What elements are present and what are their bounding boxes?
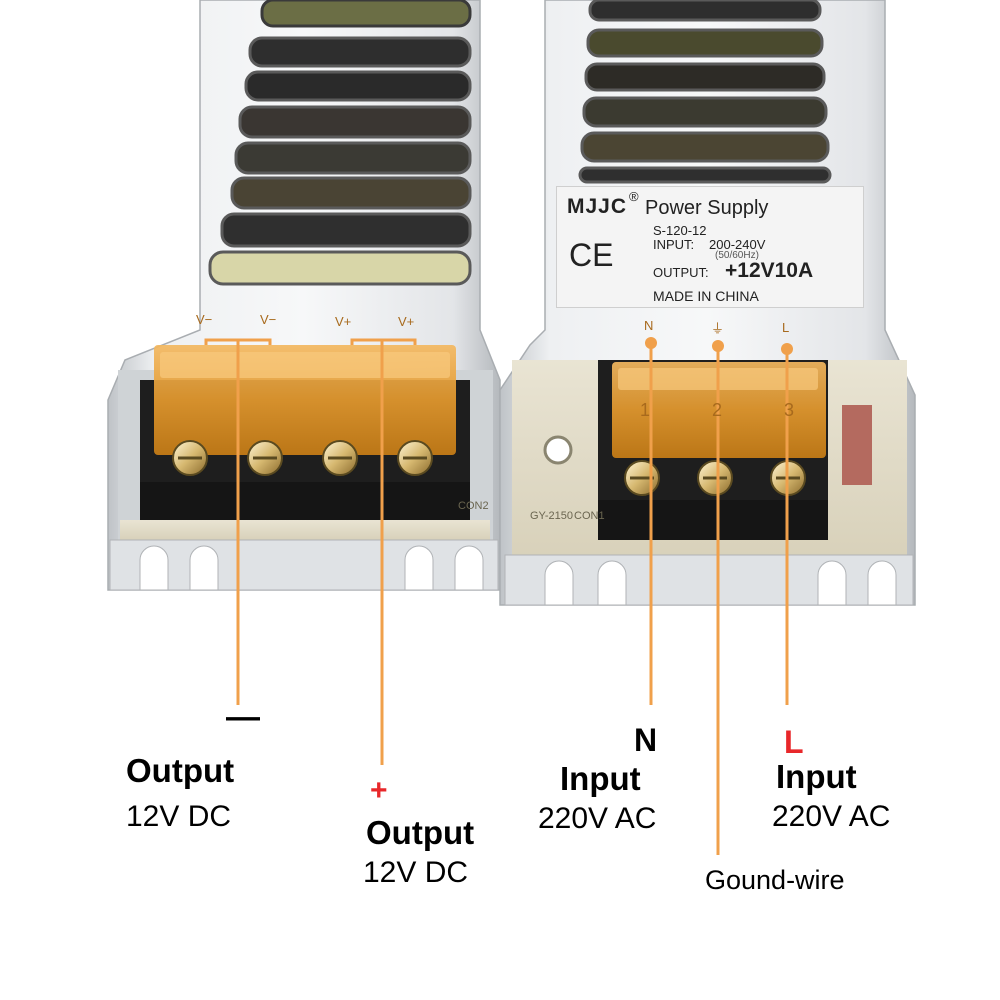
input-frequency: (50/60Hz) bbox=[715, 250, 759, 261]
leader-dot-l bbox=[781, 343, 793, 355]
terminal-mark-ground: ⏚ bbox=[711, 321, 725, 336]
input-label: INPUT: bbox=[653, 237, 695, 252]
input-n-title: Input bbox=[560, 760, 641, 797]
board-text-con1: CON1 bbox=[574, 510, 605, 522]
output-negative-title: Output bbox=[126, 752, 235, 789]
minus-sign: — bbox=[226, 698, 260, 736]
board-text-con2: CON2 bbox=[458, 500, 489, 512]
terminal-number-1: 1 bbox=[640, 400, 651, 420]
terminal-mark-3: V+ bbox=[335, 314, 352, 329]
plus-sign: + bbox=[370, 774, 388, 807]
output-label: OUTPUT: bbox=[653, 265, 709, 280]
output-positive-title: Output bbox=[366, 814, 475, 851]
terminal-mark-n: N bbox=[644, 318, 654, 333]
input-n-spec: 220V AC bbox=[538, 802, 657, 835]
right-vent-slots bbox=[578, 0, 832, 184]
terminal-number-3: 3 bbox=[784, 400, 795, 420]
n-letter: N bbox=[634, 722, 658, 758]
product-name: Power Supply bbox=[645, 197, 769, 219]
leader-dot-ground bbox=[712, 340, 724, 352]
model-number: S-120-12 bbox=[653, 223, 707, 238]
product-label-sticker: MJJC ® Power Supply S-120-12 CE INPUT: 2… bbox=[556, 186, 864, 308]
registered-mark: ® bbox=[629, 189, 639, 204]
board-text-model: GY-2150 bbox=[530, 510, 574, 522]
terminal-mark-4: V+ bbox=[398, 314, 415, 329]
terminal-mark-2: V− bbox=[260, 312, 277, 327]
leader-dot-n bbox=[645, 337, 657, 349]
terminal-mark-1: V− bbox=[196, 312, 213, 327]
origin-text: MADE IN CHINA bbox=[653, 288, 759, 304]
output-positive-spec: 12V DC bbox=[363, 856, 469, 889]
leader-output-negative bbox=[204, 338, 272, 705]
output-negative-spec: 12V DC bbox=[126, 800, 232, 833]
ground-wire-label: Gound-wire bbox=[705, 865, 845, 895]
input-l-spec: 220V AC bbox=[772, 800, 891, 833]
left-vent-slots bbox=[208, 0, 472, 286]
right-terminal-block bbox=[598, 360, 828, 540]
left-psu-housing bbox=[107, 0, 501, 591]
input-value: 200-240V bbox=[709, 237, 766, 252]
output-value: +12V10A bbox=[725, 259, 814, 282]
terminal-number-2: 2 bbox=[712, 400, 723, 420]
input-l-title: Input bbox=[776, 758, 857, 795]
terminal-mark-l: L bbox=[782, 320, 790, 335]
leader-output-positive bbox=[350, 338, 417, 765]
l-letter: L bbox=[784, 724, 804, 760]
ce-mark: CE bbox=[569, 237, 614, 273]
brand-name: MJJC bbox=[567, 195, 628, 218]
left-terminal-block bbox=[140, 345, 470, 520]
leader-lines bbox=[204, 338, 789, 855]
